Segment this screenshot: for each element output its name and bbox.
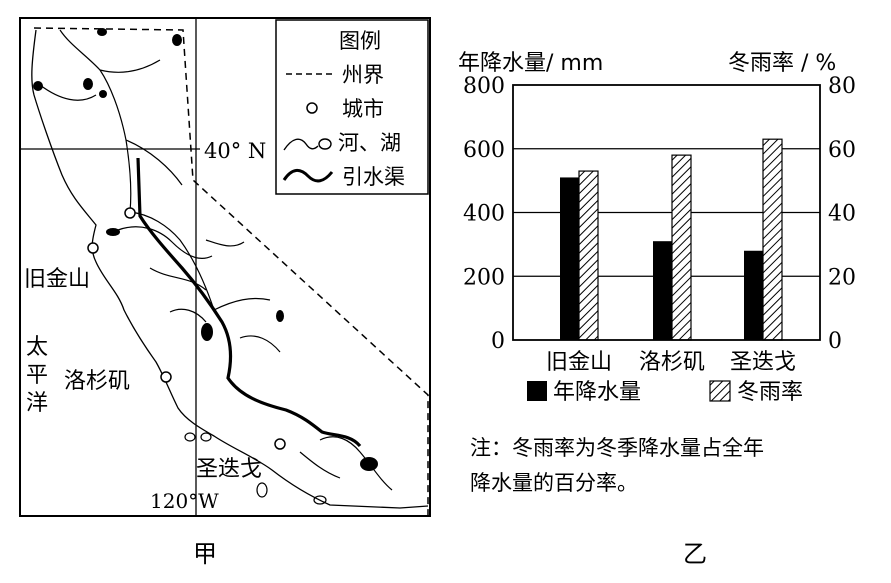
map-panel: 40° N 120°W 旧金山 洛杉矶 圣迭戈 太 平 洋 图例 州界 城市 河… xyxy=(19,17,431,517)
legend-label-city: 城市 xyxy=(342,97,384,121)
legend-title: 图例 xyxy=(339,29,381,53)
x-tick-label: 圣迭戈 xyxy=(730,350,796,375)
city-marker-sacramento xyxy=(124,207,136,219)
map-legend: 图例 州界 城市 河、湖 引水渠 xyxy=(275,19,429,195)
right-tick-label: 60 xyxy=(828,138,856,163)
bar-winter-rain-rate xyxy=(762,138,783,341)
canal-line-icon xyxy=(282,169,334,183)
city-marker-los-angeles xyxy=(160,371,172,383)
left-axis-ticks: 0 200 400 600 800 xyxy=(463,74,505,354)
x-tick-label: 洛杉矶 xyxy=(639,350,705,375)
rivers xyxy=(39,29,393,491)
right-axis-ticks: 0 20 40 60 80 xyxy=(828,74,856,354)
map-caption: 甲 xyxy=(193,540,217,568)
x-axis-ticks: 旧金山 洛杉矶圣迭戈 xyxy=(546,350,796,375)
chart-bars xyxy=(560,138,783,341)
city-label-san-francisco: 旧金山 xyxy=(24,267,90,292)
x-tick-label: 旧金山 xyxy=(546,350,612,375)
coastline xyxy=(31,29,429,509)
chart-note-line2: 降水量的百分率。 xyxy=(470,471,638,495)
chart-note-line1: 注：冬雨率为冬季降水量占全年 xyxy=(470,436,764,460)
state-boundary xyxy=(33,27,429,516)
legend-label-aqueduct: 引水渠 xyxy=(342,165,405,189)
longitude-label: 120°W xyxy=(150,489,219,513)
lakes xyxy=(33,28,378,471)
chart-caption: 乙 xyxy=(683,540,707,568)
right-axis-title: 冬雨率 / % xyxy=(728,51,836,76)
chart-legend: 年降水量 冬雨率 xyxy=(527,380,803,405)
left-tick-label: 200 xyxy=(463,265,505,290)
legend-label-precip: 年降水量 xyxy=(553,380,641,405)
legend-label-state-boundary: 州界 xyxy=(342,63,384,87)
river-lake-icon xyxy=(283,138,332,151)
legend-label-river-lake: 河、湖 xyxy=(338,131,401,155)
legend-swatch-precip xyxy=(527,381,547,401)
city-markers xyxy=(87,207,286,450)
bar-precipitation xyxy=(560,177,579,340)
city-marker-san-francisco xyxy=(87,242,99,254)
left-tick-label: 800 xyxy=(463,74,505,99)
latitude-label: 40° N xyxy=(204,139,266,163)
ocean-label-char-1: 太 xyxy=(26,335,48,360)
bar-precipitation xyxy=(653,241,672,340)
city-label-san-diego: 圣迭戈 xyxy=(196,457,262,482)
left-tick-label: 0 xyxy=(491,329,505,354)
right-tick-label: 40 xyxy=(828,202,856,227)
right-tick-label: 20 xyxy=(828,265,856,290)
chart-panel: 年降水量/ mm 冬雨率 / % 0 200 400 600 800 0 20 40 60 80… xyxy=(458,51,856,495)
bar-winter-rain-rate xyxy=(671,154,692,341)
right-tick-label: 0 xyxy=(828,329,842,354)
right-tick-label: 80 xyxy=(828,74,856,99)
left-tick-label: 400 xyxy=(463,202,505,227)
city-marker-san-diego xyxy=(274,438,286,450)
city-circle-icon xyxy=(306,102,318,114)
ocean-label-char-3: 洋 xyxy=(26,391,48,416)
left-tick-label: 600 xyxy=(463,138,505,163)
city-label-los-angeles: 洛杉矶 xyxy=(64,369,130,394)
bar-precipitation xyxy=(744,250,763,340)
left-axis-title: 年降水量/ mm xyxy=(458,51,603,76)
legend-label-winter-rate: 冬雨率 xyxy=(737,380,803,405)
lake-outlines xyxy=(184,432,327,505)
legend-swatch-winter-rate xyxy=(709,380,731,402)
aqueduct xyxy=(136,157,362,448)
plot-frame xyxy=(512,84,821,341)
ocean-label-char-2: 平 xyxy=(26,363,48,388)
bar-winter-rain-rate xyxy=(578,170,599,341)
